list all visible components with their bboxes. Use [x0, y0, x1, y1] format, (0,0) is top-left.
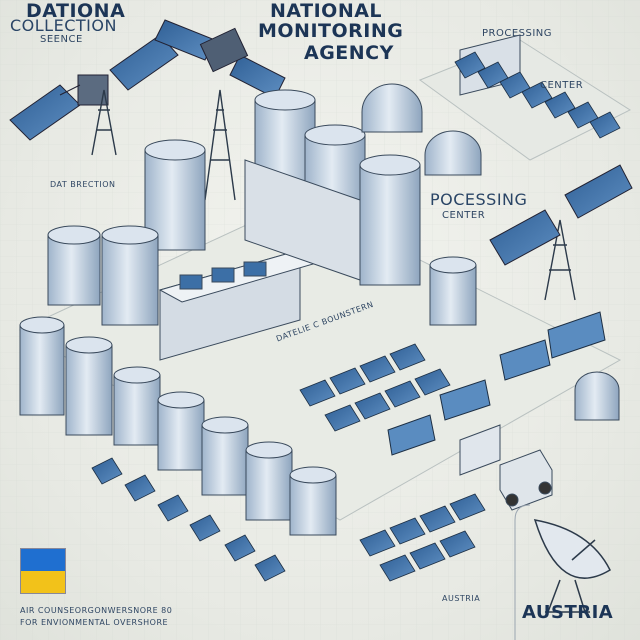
- flag-stripe-bottom: [21, 571, 65, 593]
- austria-small-label: AUSTRIA: [442, 594, 481, 603]
- collection-label-line1: DATIONA: [26, 0, 126, 22]
- satellite-icon: [9, 34, 179, 141]
- dome-icon: [361, 83, 620, 421]
- agency-title-line1: NATIONAL: [270, 0, 383, 22]
- caption-line1: AIR COUNSEORGONWERSNORE 80: [20, 606, 173, 615]
- agency-title-line2: MONITORING: [258, 20, 404, 42]
- collection-label-line2: COLLECTION: [10, 16, 117, 35]
- processing-top-label-line2: CENTER: [540, 80, 584, 91]
- agency-title-line3: AGENCY: [304, 42, 394, 64]
- control-building: [158, 159, 361, 361]
- processing-mid-label-line2: CENTER: [442, 210, 486, 221]
- radio-tower-icon: [91, 89, 576, 301]
- monitor-icon: [387, 311, 606, 456]
- austria-large-label: AUSTRIA: [522, 602, 614, 623]
- satellite-dish-icon: [533, 519, 611, 613]
- truck-icon: [459, 424, 553, 511]
- flag-icon: [20, 548, 66, 594]
- solar-panel-icon: [91, 51, 621, 582]
- data-section-label: DAT BRECTION: [50, 180, 116, 189]
- collection-label-line3: SEENCE: [40, 34, 83, 45]
- flag-stripe-top: [21, 549, 65, 571]
- satellite-icon: [154, 19, 286, 99]
- caption-line2: FOR ENVIONMENTAL OVERSHORE: [20, 618, 169, 627]
- processing-top-label-line1: PROCESSING: [482, 28, 553, 39]
- processing-mid-label-line1: POCESSING: [430, 190, 528, 209]
- storage-tank-icon: [19, 89, 477, 536]
- satellite-icon: [489, 164, 633, 266]
